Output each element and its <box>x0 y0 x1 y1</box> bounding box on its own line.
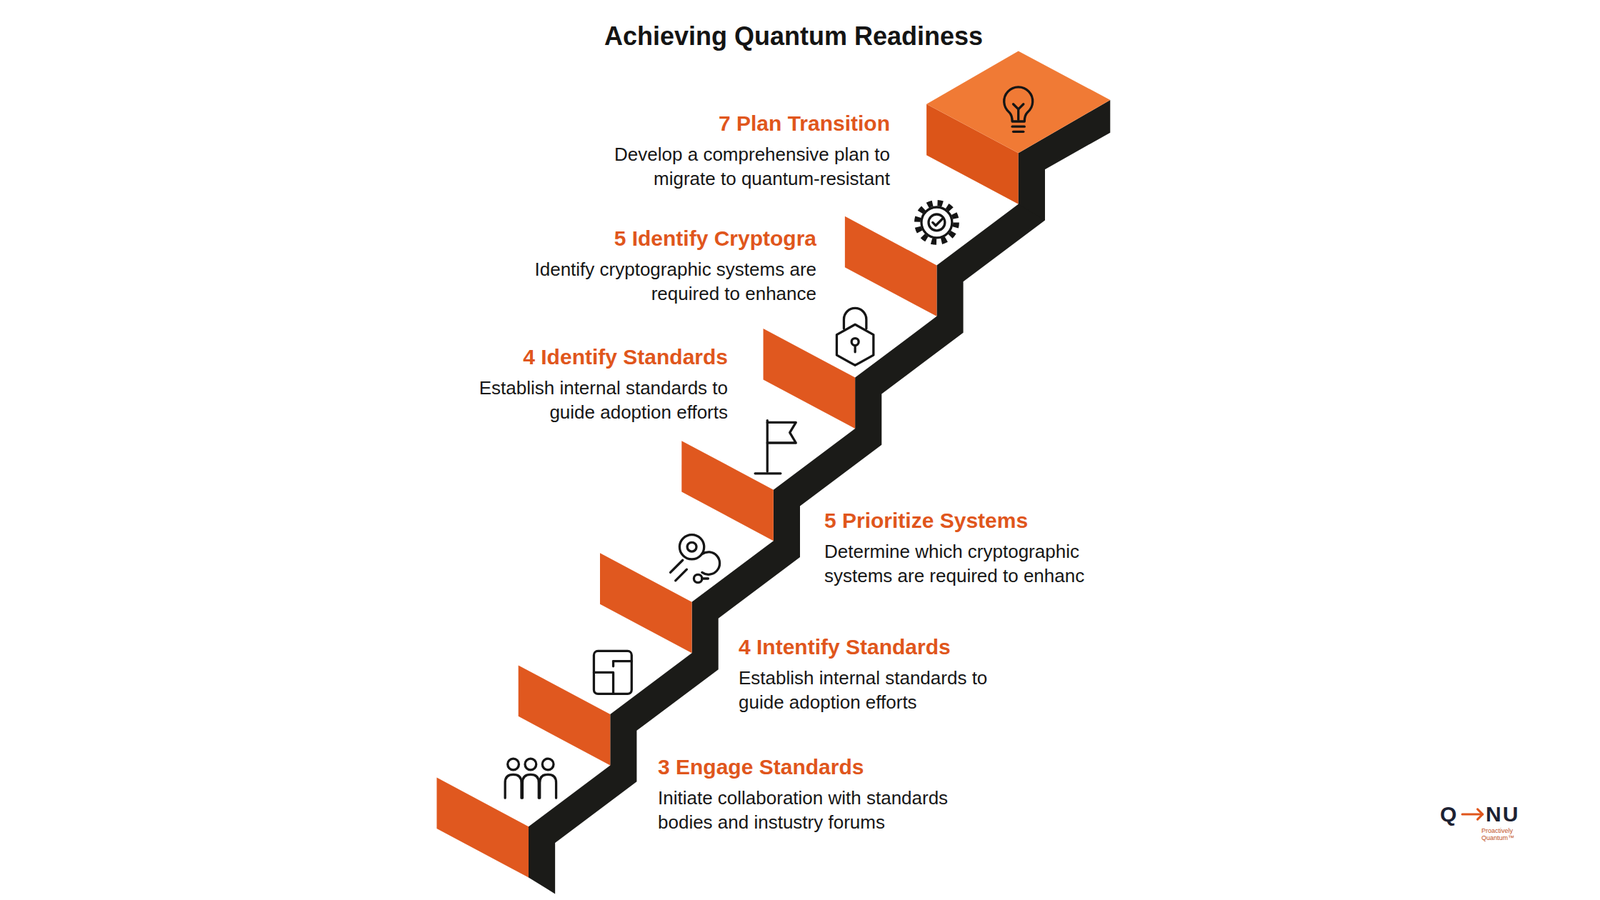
step-text-group: 4 Identify StandardsEstablish internal s… <box>475 344 728 425</box>
lock-icon <box>851 338 859 346</box>
people-icon <box>505 774 522 798</box>
step-text-group: 4 Intentify StandardsEstablish internal … <box>738 634 992 715</box>
step-text-group: 5 Prioritize SystemsDetermine which cryp… <box>824 507 1113 588</box>
step-text-group: 7 Plan TransitionDevelop a comprehensive… <box>580 110 890 191</box>
circuit-icon <box>702 552 720 575</box>
step-heading: 4 Identify Standards <box>475 344 728 370</box>
logo-arrow <box>1477 809 1483 820</box>
step-description: Determine which cryptographic systems ar… <box>824 539 1113 588</box>
bulb-icon <box>1013 130 1024 133</box>
stair-riser <box>681 440 774 541</box>
circuit-icon <box>670 535 720 583</box>
flag-icon <box>766 420 769 472</box>
logo-arrow <box>1462 812 1483 815</box>
people-icon <box>522 774 539 798</box>
stair-riser <box>600 552 693 653</box>
step-description: Establish internal standards to guide ad… <box>475 375 728 425</box>
lock-icon <box>853 345 856 353</box>
step-description: Establish internal standards to guide ad… <box>738 665 992 715</box>
flag-icon <box>755 472 781 475</box>
gear-icon <box>921 207 953 238</box>
bulb-icon <box>1017 109 1020 120</box>
stair-riser <box>436 777 529 878</box>
people-icon <box>542 758 554 770</box>
step-icon <box>505 87 1033 798</box>
step-text-group: 3 Engage StandardsInitiate collaboration… <box>657 754 1004 835</box>
step-heading: 5 Identify Cryptogra <box>527 225 817 252</box>
grid-icon <box>613 660 633 663</box>
circuit-icon <box>675 569 688 581</box>
grid-icon <box>593 672 613 694</box>
lock-icon <box>836 307 873 365</box>
grid-icon <box>593 650 632 694</box>
stair-riser <box>763 328 856 429</box>
step-description: Initiate collaboration with standards bo… <box>657 785 1004 835</box>
lock-icon <box>836 324 873 365</box>
step-heading: 5 Prioritize Systems <box>824 507 1113 534</box>
people-icon <box>507 758 520 770</box>
gear-icon <box>917 202 956 242</box>
step-description: Identify cryptographic systems are requi… <box>527 257 817 306</box>
step-heading: 4 Intentify Standards <box>738 634 992 660</box>
circuit-icon <box>670 560 683 573</box>
diagram-title: Achieving Quantum Readiness <box>604 20 983 53</box>
people-icon <box>525 758 537 770</box>
flag-icon <box>755 420 796 474</box>
stair-riser <box>518 665 611 765</box>
gear-icon <box>932 218 943 226</box>
logo-tagline: Proactively Quantum™ <box>1481 827 1522 842</box>
bulb-icon <box>1012 125 1025 128</box>
circuit-icon <box>702 577 709 580</box>
logo-letter: Q <box>1440 802 1458 827</box>
bulb-icon <box>1004 87 1033 132</box>
grid-icon <box>612 661 615 667</box>
staircase-group <box>436 50 1483 894</box>
gear-icon <box>928 214 945 231</box>
logo-letters: NU <box>1485 802 1520 827</box>
bulb-icon <box>1013 104 1024 110</box>
logo-arrow <box>1462 809 1483 820</box>
step-heading: 3 Engage Standards <box>657 754 1004 780</box>
gear-icon <box>917 202 956 242</box>
bulb-icon <box>1004 87 1033 122</box>
people-icon <box>505 758 556 798</box>
step-description: Develop a comprehensive plan to migrate … <box>580 142 890 191</box>
grid-icon <box>593 650 632 694</box>
stair-block <box>436 50 1110 894</box>
circuit-icon <box>693 574 702 583</box>
flag-icon <box>767 422 796 443</box>
step-heading: 7 Plan Transition <box>580 110 890 137</box>
circuit-icon <box>679 535 704 560</box>
circuit-icon <box>687 542 697 552</box>
step-text-group: 5 Identify CryptograIdentify cryptograph… <box>527 225 817 306</box>
top-block-top <box>926 50 1110 153</box>
people-icon <box>540 774 557 798</box>
